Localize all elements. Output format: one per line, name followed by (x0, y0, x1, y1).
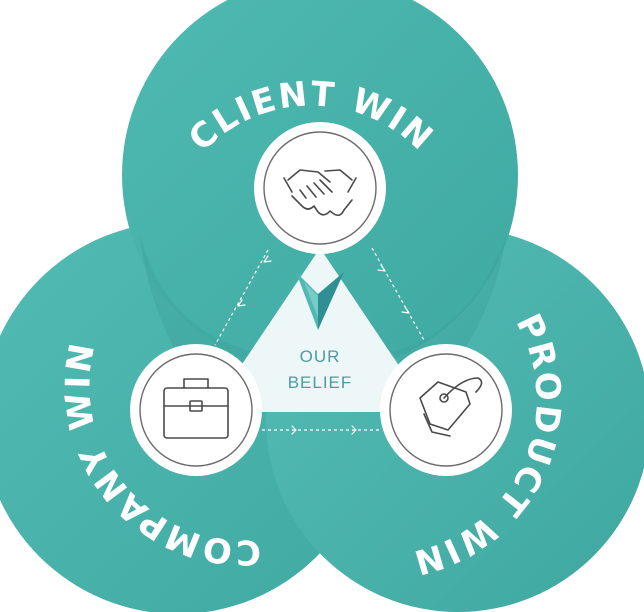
connector-arrows (214, 247, 426, 435)
price-tag-icon (419, 377, 483, 437)
center-text-our: OUR (300, 347, 341, 366)
center-triangle (210, 248, 430, 412)
product-icon-badge (380, 344, 512, 476)
center-text-belief: BELIEF (288, 373, 353, 392)
company-logo (296, 272, 344, 330)
client-icon-badge (254, 122, 386, 254)
company-icon-badge (130, 344, 262, 476)
handshake-icon (283, 169, 357, 217)
briefcase-icon (163, 378, 229, 439)
